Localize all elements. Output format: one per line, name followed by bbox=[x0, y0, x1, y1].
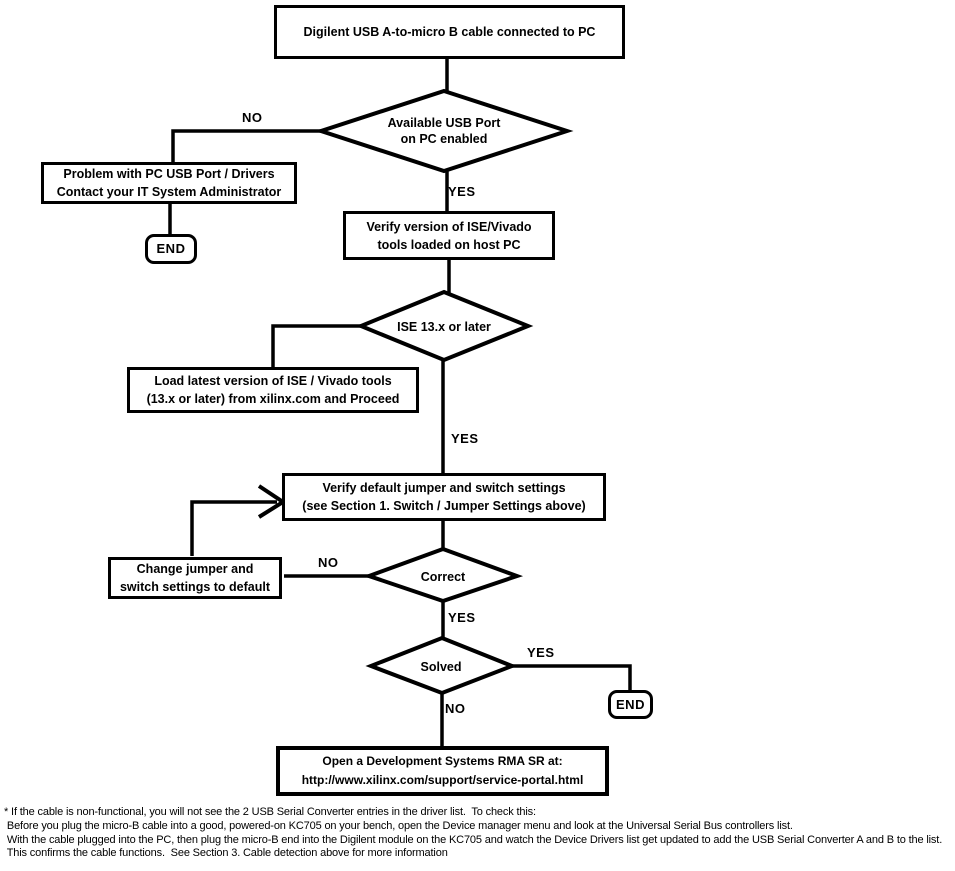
decision-usb-port-label: Available USB Port on PC enabled bbox=[334, 115, 554, 147]
node-verify-version-line1: Verify version of ISE/Vivado bbox=[366, 219, 532, 234]
decision-usb-port-line1: Available USB Port bbox=[387, 116, 501, 130]
decision-solved-shape bbox=[365, 635, 518, 696]
node-open-rma-line1: Open a Development Systems RMA SR at: bbox=[322, 754, 563, 768]
node-end-right: END bbox=[608, 690, 653, 719]
node-start: Digilent USB A-to-micro B cable connecte… bbox=[274, 5, 625, 59]
decision-solved-line1: Solved bbox=[420, 660, 462, 674]
footnote: * If the cable is non-functional, you wi… bbox=[4, 806, 942, 861]
node-verify-jumpers-line2: (see Section 1. Switch / Jumper Settings… bbox=[302, 499, 586, 513]
decision-solved-label: Solved bbox=[381, 659, 501, 675]
node-load-latest-line1: Load latest version of ISE / Vivado tool… bbox=[154, 374, 392, 388]
edge-label-ise-yes: YES bbox=[451, 431, 479, 446]
edge-usb-no-line bbox=[171, 129, 321, 165]
edge-label-usb-yes: YES bbox=[448, 184, 476, 199]
node-load-latest: Load latest version of ISE / Vivado tool… bbox=[127, 367, 419, 413]
node-verify-jumpers: Verify default jumper and switch setting… bbox=[282, 473, 606, 521]
node-problem-usb-line1: Problem with PC USB Port / Drivers bbox=[63, 167, 275, 181]
node-end-left: END bbox=[145, 234, 197, 264]
footnote-line-4: This confirms the cable functions. See S… bbox=[4, 847, 448, 860]
node-start-label: Digilent USB A-to-micro B cable connecte… bbox=[303, 25, 596, 39]
node-change-jumpers: Change jumper and switch settings to def… bbox=[108, 557, 282, 599]
edge-label-correct-no: NO bbox=[318, 555, 339, 570]
node-change-jumpers-line2: switch settings to default bbox=[119, 580, 270, 594]
decision-correct-shape bbox=[362, 546, 524, 604]
decision-usb-port-shape bbox=[314, 88, 574, 174]
footnote-line-3: With the cable plugged into the PC, then… bbox=[4, 833, 943, 846]
node-open-rma-url: http://www.xilinx.com/support/service-po… bbox=[301, 773, 584, 787]
node-problem-usb: Problem with PC USB Port / Drivers Conta… bbox=[41, 162, 297, 204]
decision-ise-version-line1: ISE 13.x or later bbox=[397, 320, 491, 334]
footnote-line-2: Before you plug the micro-B cable into a… bbox=[4, 819, 793, 832]
node-end-left-label: END bbox=[156, 241, 186, 256]
node-change-jumpers-line1: Change jumper and bbox=[136, 562, 254, 576]
edge-label-solved-yes: YES bbox=[527, 645, 555, 660]
node-load-latest-line2: (13.x or later) from xilinx.com and Proc… bbox=[146, 392, 400, 406]
decision-ise-version-shape bbox=[355, 289, 534, 363]
feedback-line bbox=[190, 500, 277, 556]
node-end-right-label: END bbox=[616, 696, 645, 712]
node-open-rma: Open a Development Systems RMA SR at: ht… bbox=[276, 746, 609, 796]
edge-label-correct-yes: YES bbox=[448, 610, 476, 625]
node-verify-jumpers-line1: Verify default jumper and switch setting… bbox=[322, 481, 566, 495]
node-verify-version-line2: tools loaded on host PC bbox=[377, 237, 521, 252]
edge-solved-yes-line bbox=[510, 664, 632, 693]
node-problem-usb-line2: Contact your IT System Administrator bbox=[56, 185, 282, 199]
footnote-line-1: * If the cable is non-functional, you wi… bbox=[4, 806, 536, 818]
decision-correct-label: Correct bbox=[383, 569, 503, 585]
decision-usb-port-line2: on PC enabled bbox=[400, 132, 488, 146]
node-verify-version: Verify version of ISE/Vivado tools loade… bbox=[343, 211, 555, 260]
edge-label-usb-no: NO bbox=[242, 110, 263, 125]
edge-ise-left-line bbox=[271, 324, 363, 370]
edge-label-solved-no: NO bbox=[445, 701, 466, 716]
decision-ise-version-label: ISE 13.x or later bbox=[334, 319, 554, 335]
decision-correct-line1: Correct bbox=[420, 570, 466, 584]
